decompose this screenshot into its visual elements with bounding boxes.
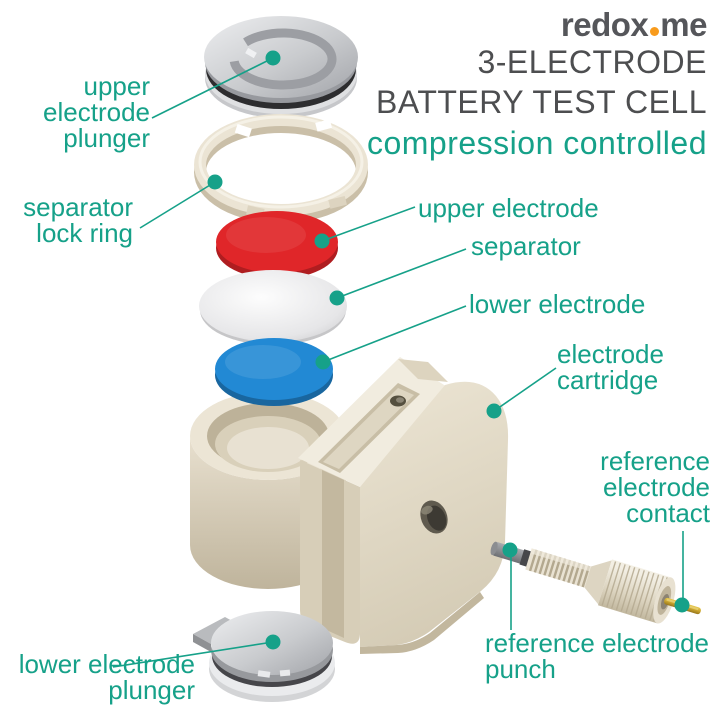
label-line: upper electrode — [418, 193, 599, 223]
label-line: electrode — [557, 339, 664, 369]
label-line: electrode — [603, 472, 710, 502]
label-lower-electrode-plunger: lower electrode plunger — [19, 651, 195, 703]
label-line: plunger — [63, 123, 150, 153]
page-title-line1: 3-ELECTRODE — [477, 44, 707, 80]
label-line: punch — [485, 654, 556, 684]
electrode-cartridge-graphic — [190, 357, 509, 654]
label-reference-electrode-punch: reference electrode punch — [485, 630, 709, 682]
label-line: reference — [600, 446, 710, 476]
upper-electrode-graphic — [216, 211, 338, 279]
label-lower-electrode: lower electrode — [469, 291, 645, 317]
logo-dot-icon — [650, 27, 660, 36]
page-subtitle: compression controlled — [366, 125, 707, 161]
separator-graphic — [199, 270, 347, 345]
label-line: cartridge — [557, 365, 659, 395]
label-line: separator — [471, 231, 581, 261]
label-line: upper — [83, 71, 151, 101]
label-line: lock ring — [36, 218, 133, 248]
leader-dots — [207, 50, 690, 650]
label-separator-lock-ring: separator lock ring — [23, 194, 133, 246]
upper-electrode-plunger-graphic — [204, 16, 358, 118]
label-line: plunger — [108, 675, 195, 705]
logo-text-me: me — [660, 6, 707, 43]
lower-electrode-graphic — [215, 338, 333, 406]
label-line: separator — [23, 192, 133, 222]
label-separator: separator — [471, 233, 581, 259]
logo-text-redox: redox — [560, 6, 649, 43]
label-electrode-cartridge: electrode cartridge — [557, 341, 664, 393]
page-title-line2: BATTERY TEST CELL — [376, 84, 707, 120]
label-line: lower electrode — [469, 289, 646, 319]
reference-electrode-punch-graphic — [490, 541, 701, 624]
label-line: contact — [626, 498, 710, 528]
label-line: electrode — [43, 97, 150, 127]
label-line: lower electrode — [18, 649, 195, 679]
separator-lock-ring-graphic — [194, 114, 368, 223]
leader-lines — [112, 57, 684, 668]
label-line: reference electrode — [485, 628, 710, 658]
label-reference-electrode-contact: reference electrode contact — [600, 448, 710, 526]
label-upper-electrode: upper electrode — [418, 195, 599, 221]
label-upper-electrode-plunger: upper electrode plunger — [43, 73, 150, 151]
lower-electrode-plunger-graphic — [193, 611, 335, 702]
